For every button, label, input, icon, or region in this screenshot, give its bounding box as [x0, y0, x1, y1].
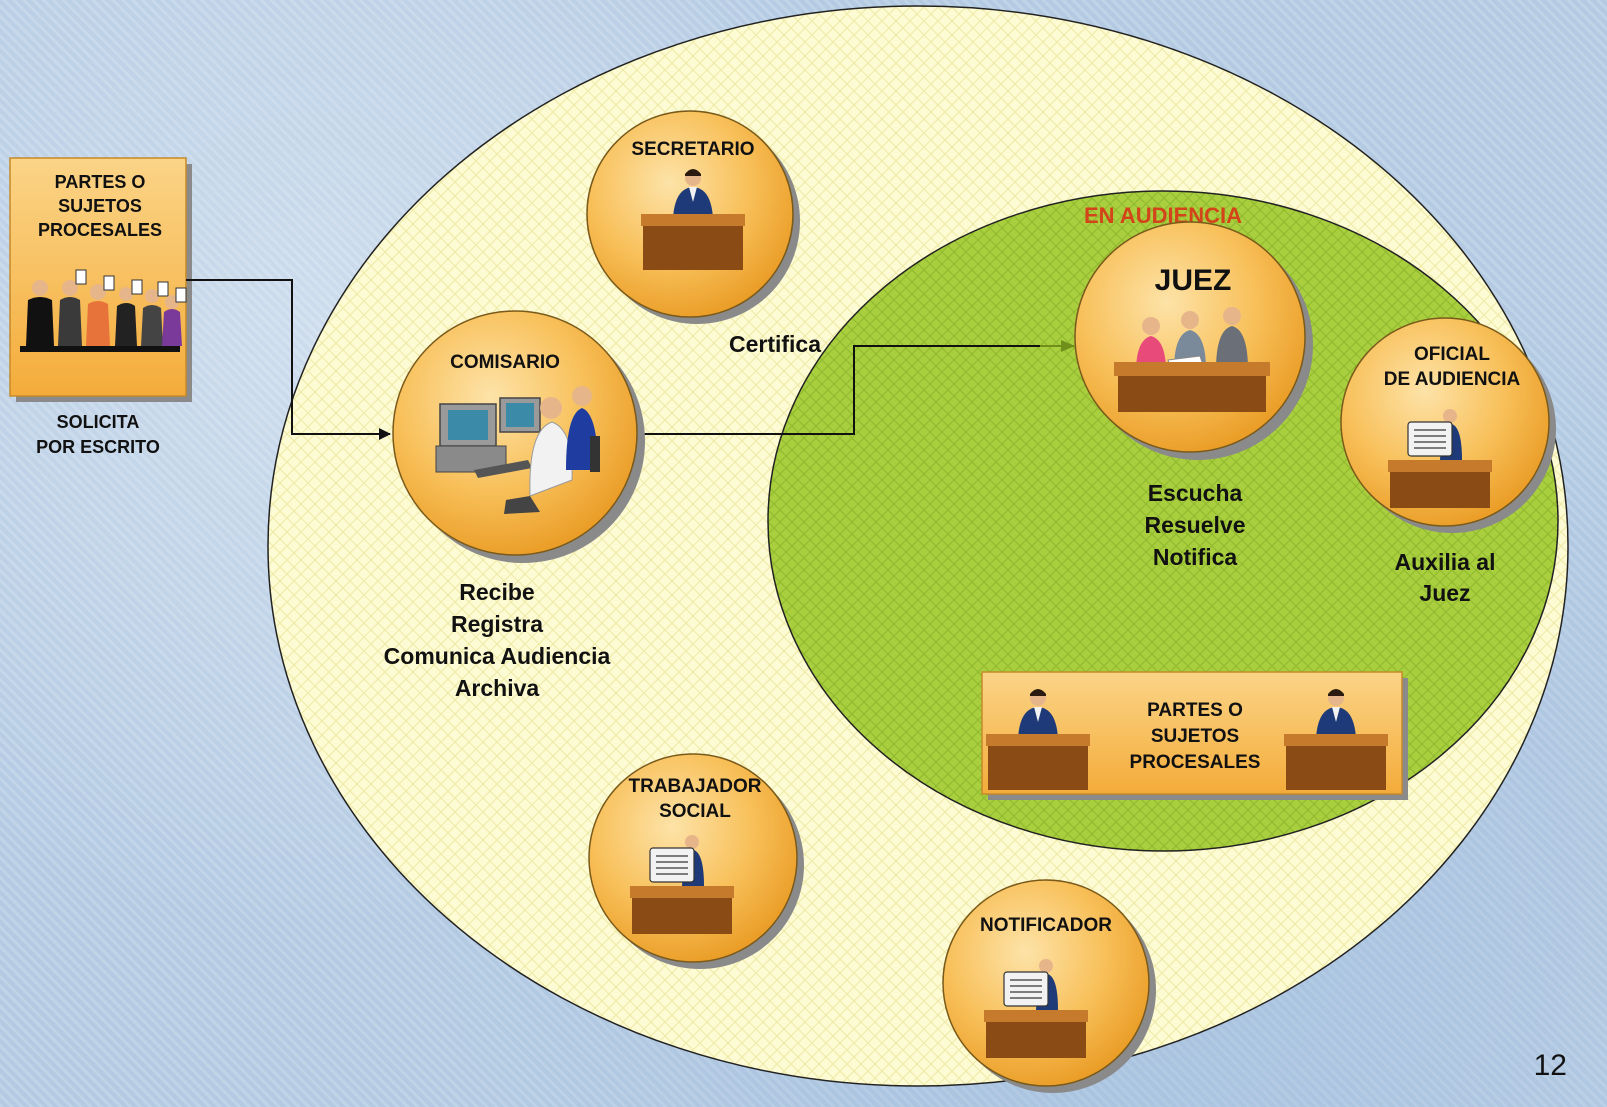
solicita-caption-line-1: SOLICITA	[57, 412, 140, 432]
partes-audiencia-line-1: PARTES O	[1147, 700, 1243, 721]
partes-en-audiencia-box: PARTES O SUJETOS PROCESALES	[981, 671, 1408, 800]
page-number: 12	[1533, 1049, 1567, 1082]
arrow-certifica-to-juez	[636, 345, 1072, 435]
comisario-title: COMISARIO	[450, 352, 560, 373]
juez-title: JUEZ	[1155, 264, 1232, 297]
trabajador-title-line-1: TRABAJADOR	[629, 776, 762, 797]
box-background	[9, 157, 187, 397]
juez-action-1: Escucha	[1148, 480, 1243, 506]
node-comisario: COMISARIO Recibe Registra Comunica Audie…	[384, 310, 645, 701]
node-notificador: NOTIFICADOR	[942, 879, 1156, 1093]
comisario-action-4: Archiva	[455, 675, 540, 701]
node-secretario: SECRETARIO	[586, 110, 800, 324]
oficial-title-line-2: DE AUDIENCIA	[1384, 369, 1521, 390]
meeting-at-desk-icon	[1114, 307, 1270, 412]
secretario-title: SECRETARIO	[631, 139, 754, 160]
crowd-holding-signs-icon	[20, 269, 187, 352]
comisario-action-1: Recibe	[459, 579, 534, 605]
certifica-label: Certifica	[729, 331, 821, 357]
node-circle	[392, 310, 638, 556]
comisario-action-2: Registra	[451, 611, 543, 637]
comisario-action-3: Comunica Audiencia	[384, 643, 611, 669]
arrow-solicita-to-comisario	[186, 279, 391, 440]
node-oficial-audiencia: OFICIAL DE AUDIENCIA Auxilia al Juez	[1340, 317, 1556, 606]
oficial-title-line-1: OFICIAL	[1414, 344, 1490, 365]
notificador-title: NOTIFICADOR	[980, 915, 1112, 936]
audiencia-label: EN AUDIENCIA	[1084, 203, 1242, 228]
partes-audiencia-line-3: PROCESALES	[1130, 752, 1261, 773]
oficial-action-1: Auxilia al	[1395, 549, 1496, 575]
partes-audiencia-line-2: SUJETOS	[1151, 726, 1239, 747]
node-juez: JUEZ Escucha Resuelve Notifica	[1074, 221, 1313, 570]
juez-action-2: Resuelve	[1144, 512, 1245, 538]
solicita-caption-line-2: POR ESCRITO	[36, 437, 160, 457]
trabajador-title-line-2: SOCIAL	[659, 801, 731, 822]
juez-action-3: Notifica	[1153, 544, 1238, 570]
node-trabajador-social: TRABAJADOR SOCIAL	[588, 753, 804, 969]
partes-solicitantes-box: PARTES O SUJETOS PROCESALES	[9, 157, 192, 402]
oficial-action-2: Juez	[1419, 580, 1470, 606]
box-title-line-1: PARTES O	[55, 172, 146, 192]
computer-workers-icon	[435, 386, 600, 514]
box-title-line-3: PROCESALES	[38, 220, 162, 240]
box-title-line-2: SUJETOS	[58, 196, 142, 216]
